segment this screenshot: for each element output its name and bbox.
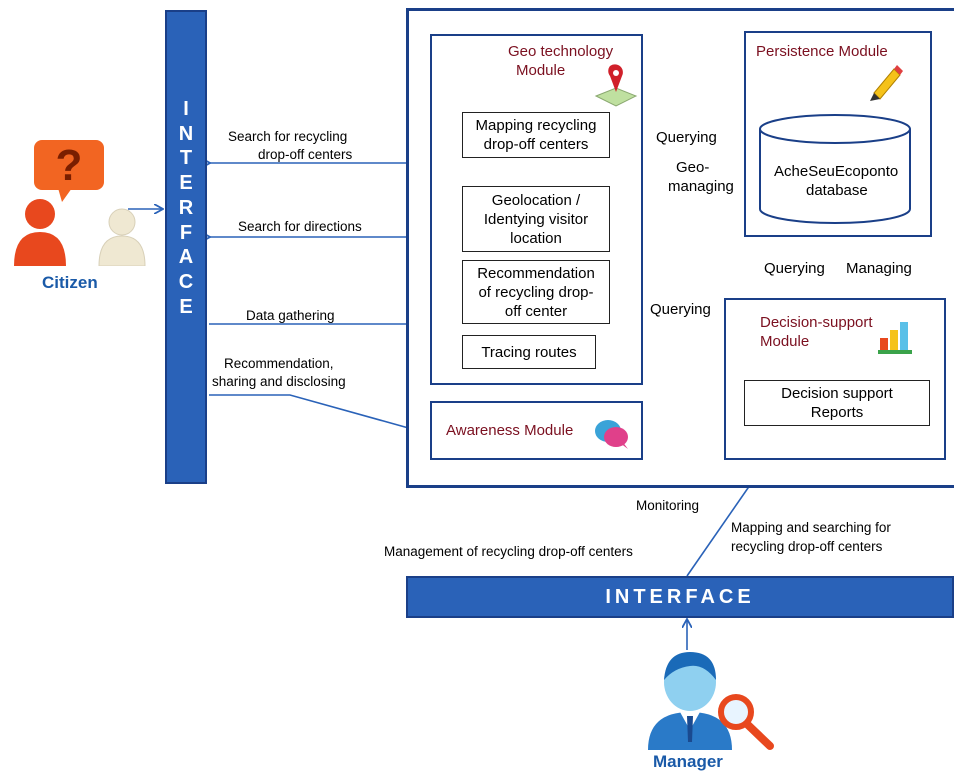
- querying-persistence-label: Querying: [764, 260, 825, 277]
- persistence-module: Persistence Module AcheSeuEcoponto datab…: [744, 31, 932, 237]
- manager-person-icon: [648, 652, 732, 750]
- monitoring-label: Monitoring: [636, 498, 700, 513]
- magnifier-icon: [718, 694, 774, 750]
- interface-letter: I: [183, 98, 189, 120]
- reports-line-2: Reports: [810, 404, 864, 421]
- geo-technology-module: Geo technology Module Mapping recycling …: [430, 34, 643, 385]
- tracing-routes-box: Tracing routes: [462, 335, 596, 369]
- querying-decision-label: Querying: [650, 301, 711, 318]
- management-centers-label: Management of recycling drop-off centers: [384, 544, 633, 559]
- geolocation-line-2: Identying visitor: [483, 210, 589, 228]
- querying-geo-label: Querying: [656, 129, 717, 146]
- geo-module-title-1: Geo technology: [508, 43, 614, 60]
- geo-managing-label-2: managing: [668, 178, 734, 195]
- geolocation-box: Geolocation / Identying visitor location: [462, 186, 610, 252]
- pencil-icon: [870, 65, 903, 101]
- decision-reports-box: Decision support Reports: [744, 380, 930, 426]
- interface-letter: R: [178, 196, 194, 219]
- mapping-centers-box: Mapping recycling drop-off centers: [462, 112, 610, 158]
- interface-letter: C: [178, 270, 194, 293]
- decision-module-title-2: Module: [760, 333, 810, 350]
- interface-letter: A: [178, 246, 194, 269]
- search-centers-label-2: drop-off centers: [258, 147, 353, 162]
- citizen-light-person-icon: [98, 208, 146, 266]
- mapping-searching-label-1: Mapping and searching for: [731, 520, 891, 535]
- citizen-interface-bar: I N T E R F A C E: [165, 10, 207, 484]
- manager-interface-bar: INTERFACE: [406, 576, 954, 618]
- recommendation-label-2: sharing and disclosing: [212, 374, 346, 389]
- search-centers-label-1: Search for recycling: [228, 129, 348, 144]
- tracing-routes-label: Tracing routes: [481, 343, 577, 361]
- awareness-module: Awareness Module: [430, 401, 643, 460]
- search-directions-label: Search for directions: [238, 219, 362, 234]
- mapping-searching-label-2: recycling drop-off centers: [731, 539, 883, 554]
- reports-line-1: Decision support: [781, 385, 893, 402]
- persistence-module-title: Persistence Module: [756, 43, 888, 60]
- citizen-red-person-icon: [14, 199, 66, 266]
- citizen-actor: ?: [10, 136, 150, 296]
- recommendation-line-1: Recommendation: [477, 264, 595, 282]
- recommendation-line-2: of recycling drop-: [478, 283, 594, 301]
- interface-letter: E: [179, 295, 193, 318]
- geolocation-line-1: Geolocation /: [491, 191, 581, 209]
- question-bubble-icon: ?: [34, 140, 104, 202]
- geolocation-line-3: location: [510, 229, 562, 247]
- svg-text:?: ?: [56, 141, 83, 190]
- citizen-label: Citizen: [42, 273, 98, 292]
- interface-letter: N: [178, 122, 194, 145]
- mapping-line-1: Mapping recycling: [475, 117, 597, 134]
- interface-letter: E: [179, 172, 193, 195]
- manager-label: Manager: [653, 752, 723, 771]
- data-gathering-label: Data gathering: [246, 308, 335, 323]
- decision-support-module: Decision-support Module Decision support…: [724, 298, 946, 460]
- geo-module-title-2: Module: [516, 62, 566, 79]
- interface-horizontal-label: INTERFACE: [605, 585, 755, 608]
- recommendation-arrow: [209, 394, 430, 434]
- manager-actor: [630, 650, 780, 750]
- interface-letter: F: [179, 221, 193, 244]
- map-pin-icon: [594, 64, 638, 107]
- interface-vertical-letters: I N T E R F A C E: [167, 97, 205, 319]
- mapping-line-2: drop-off centers: [483, 136, 589, 153]
- geo-managing-label-1: Geo-: [676, 159, 710, 176]
- recommendation-box: Recommendation of recycling drop- off ce…: [462, 260, 610, 324]
- database-label: database: [806, 182, 868, 199]
- recommendation-label-1: Recommendation,: [224, 356, 334, 371]
- awareness-module-title: Awareness Module: [446, 422, 574, 439]
- decision-module-title-1: Decision-support: [760, 314, 873, 331]
- managing-label: Managing: [846, 260, 912, 277]
- bar-chart-icon: [878, 322, 912, 354]
- database-cylinder-icon: [759, 114, 911, 224]
- chat-bubbles-icon: [595, 420, 628, 449]
- interface-letter: T: [179, 147, 193, 170]
- recommendation-line-3: off center: [504, 302, 568, 320]
- database-name: AcheSeuEcoponto: [774, 163, 899, 180]
